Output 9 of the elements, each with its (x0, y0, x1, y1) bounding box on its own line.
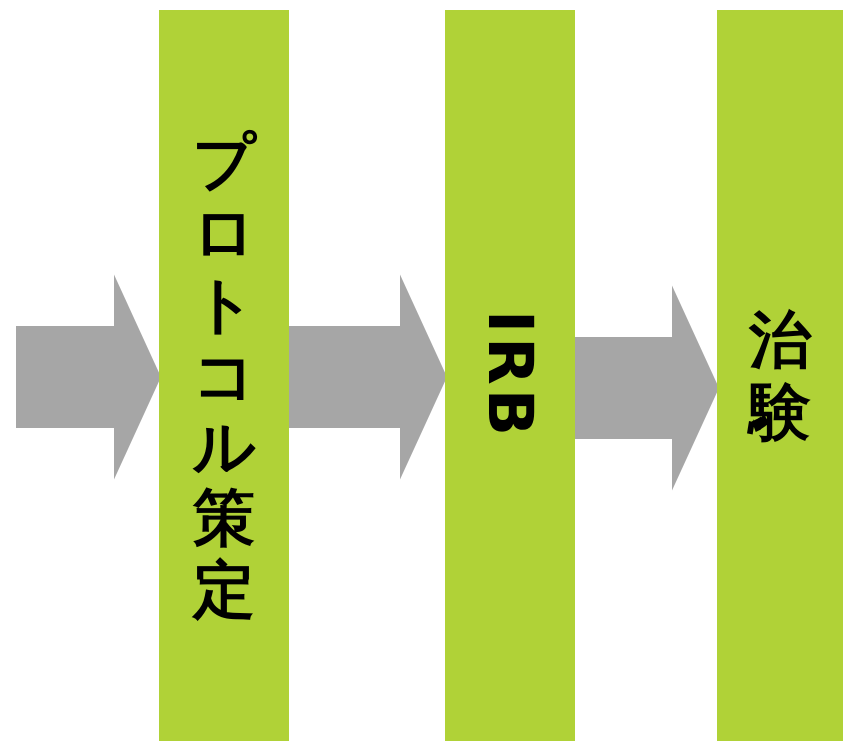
process-bar (159, 10, 289, 741)
step-label: プロトコル策定 (191, 126, 257, 626)
process-bar (717, 10, 843, 741)
step-label: 治験 (747, 304, 813, 447)
step-label: IRB (479, 310, 541, 441)
process-bar (445, 10, 575, 741)
block-arrow (16, 274, 161, 480)
block-arrow (289, 274, 447, 480)
block-arrow (575, 286, 719, 490)
